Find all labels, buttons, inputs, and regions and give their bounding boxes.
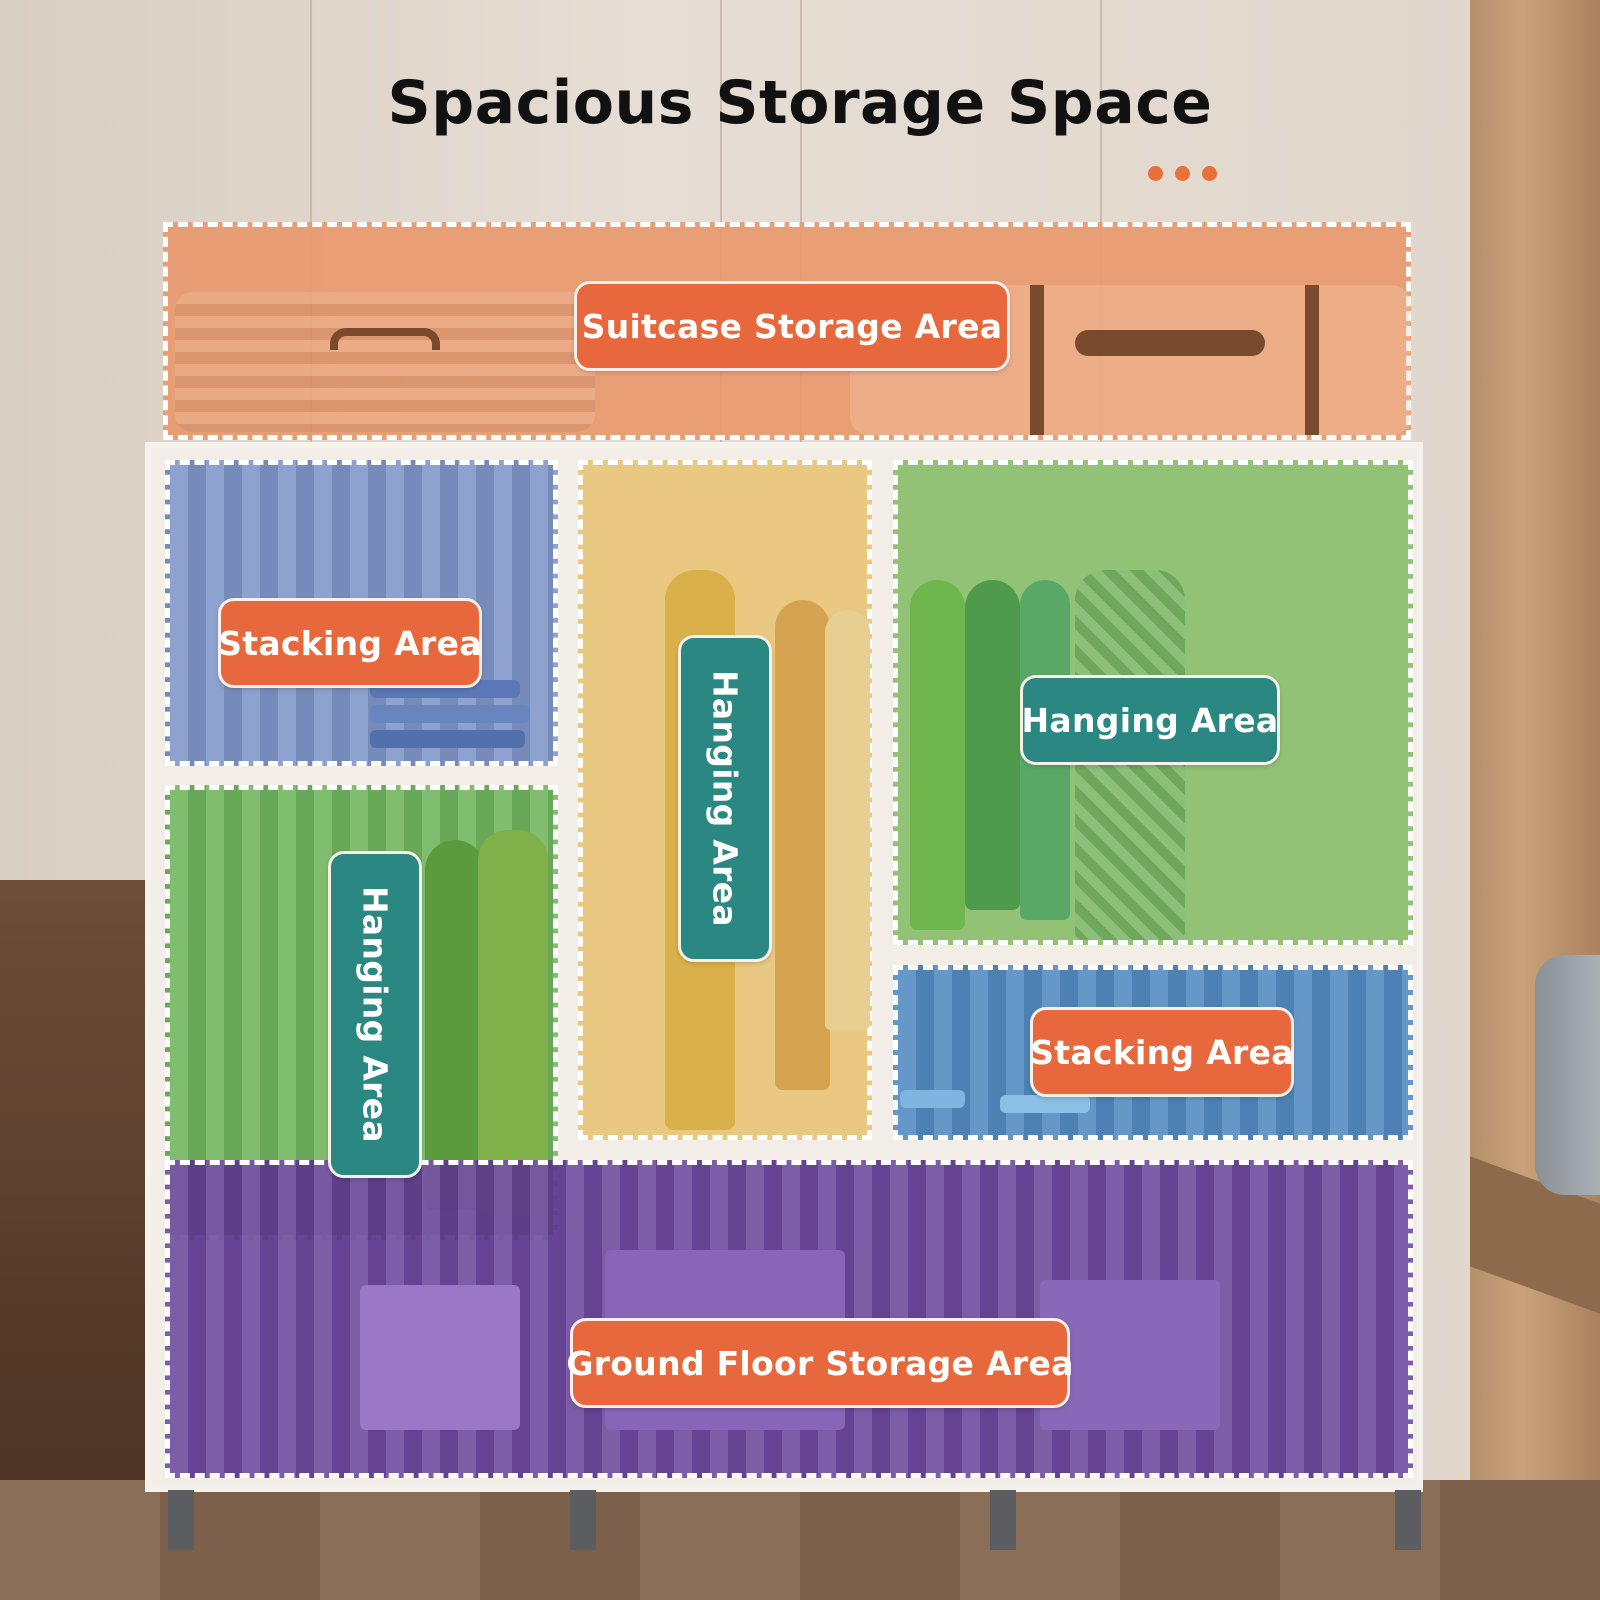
hanging-area-left-label: Hanging Area bbox=[328, 851, 422, 1178]
stacking-area-left-label: Stacking Area bbox=[218, 598, 482, 688]
accent-dots bbox=[1148, 166, 1229, 185]
stacking-area-right-label: Stacking Area bbox=[1030, 1007, 1294, 1097]
hanging-jacket bbox=[425, 840, 485, 1210]
closet-door-seam bbox=[1100, 0, 1102, 880]
hanging-jacket bbox=[478, 830, 548, 1215]
suitcase-storage-label: Suitcase Storage Area bbox=[574, 281, 1010, 371]
storage-box bbox=[1040, 1280, 1220, 1430]
closet-door-seam bbox=[800, 0, 802, 880]
dot-icon bbox=[1202, 166, 1217, 181]
window-frame bbox=[1470, 0, 1600, 1600]
wardrobe-leg bbox=[1395, 1490, 1421, 1550]
hanging-area-right-label: Hanging Area bbox=[1020, 675, 1280, 765]
page-title: Spacious Storage Space bbox=[387, 68, 1213, 138]
folded-clothes bbox=[370, 730, 525, 748]
folded-clothes bbox=[370, 705, 530, 723]
closet-door-seam bbox=[310, 0, 312, 880]
wardrobe-leg bbox=[990, 1490, 1016, 1550]
dot-icon bbox=[1148, 166, 1163, 181]
suitcase-strap bbox=[1030, 285, 1044, 435]
wood-floor bbox=[0, 1480, 1600, 1600]
suitcase-handle bbox=[1075, 330, 1265, 356]
storage-box bbox=[360, 1285, 520, 1430]
pillow bbox=[1535, 955, 1600, 1195]
hanging-shirt bbox=[825, 610, 870, 1030]
closet-door-seam bbox=[720, 0, 722, 880]
hanging-shirt bbox=[965, 580, 1020, 910]
dot-icon bbox=[1175, 166, 1190, 181]
wood-panel bbox=[0, 880, 150, 1480]
aluminum-suitcase bbox=[175, 292, 595, 432]
wardrobe-leg bbox=[570, 1490, 596, 1550]
ground-floor-storage-label: Ground Floor Storage Area bbox=[566, 1318, 1073, 1408]
wardrobe-leg bbox=[168, 1490, 194, 1550]
suitcase-handle bbox=[330, 328, 440, 350]
folded-clothes bbox=[900, 1090, 965, 1108]
hanging-area-center-label: Hanging Area bbox=[678, 635, 772, 962]
suitcase-strap bbox=[1305, 285, 1319, 435]
folded-clothes bbox=[1000, 1095, 1090, 1113]
hanging-shirt bbox=[910, 580, 965, 930]
hanging-coat bbox=[775, 600, 830, 1090]
